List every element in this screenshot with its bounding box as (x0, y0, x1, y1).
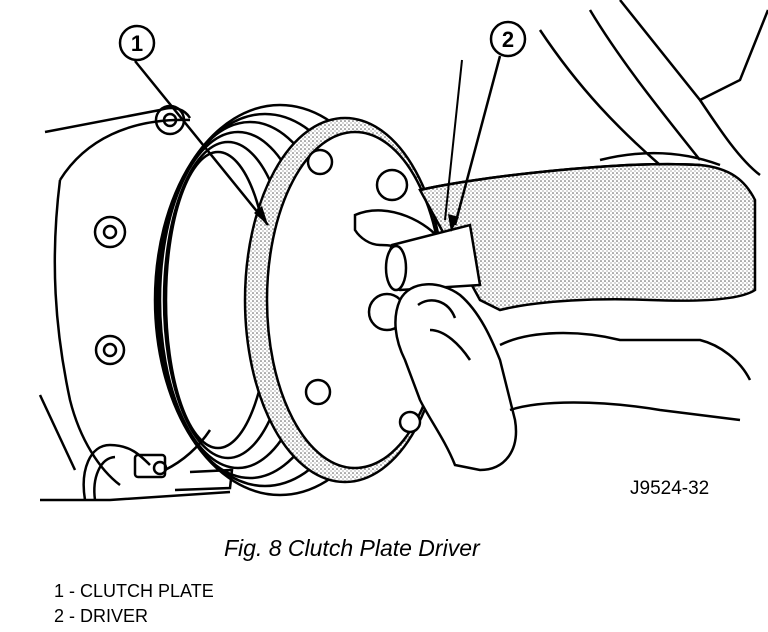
hand (394, 283, 752, 472)
callout-2-label: 2 (502, 27, 514, 52)
legend-item-driver: 2 - DRIVER (54, 606, 149, 626)
background-arm (538, 0, 768, 176)
wire-connector (82, 429, 234, 501)
callout-1: 1 (118, 24, 269, 226)
clutch-plate-driver-illustration: 1 2 (38, 0, 768, 502)
callout-1-label: 1 (131, 31, 143, 56)
clutch-plate (243, 116, 447, 484)
callout-2: 2 (448, 20, 527, 232)
figure-code: J9524-32 (630, 478, 710, 499)
legend-list: 1 - CLUTCH PLATE 2 - DRIVER (54, 579, 214, 629)
legend-item-clutch-plate: 1 - CLUTCH PLATE (54, 581, 214, 601)
driver-tool (384, 59, 757, 312)
figure-caption: Fig. 8 Clutch Plate Driver (224, 535, 480, 561)
